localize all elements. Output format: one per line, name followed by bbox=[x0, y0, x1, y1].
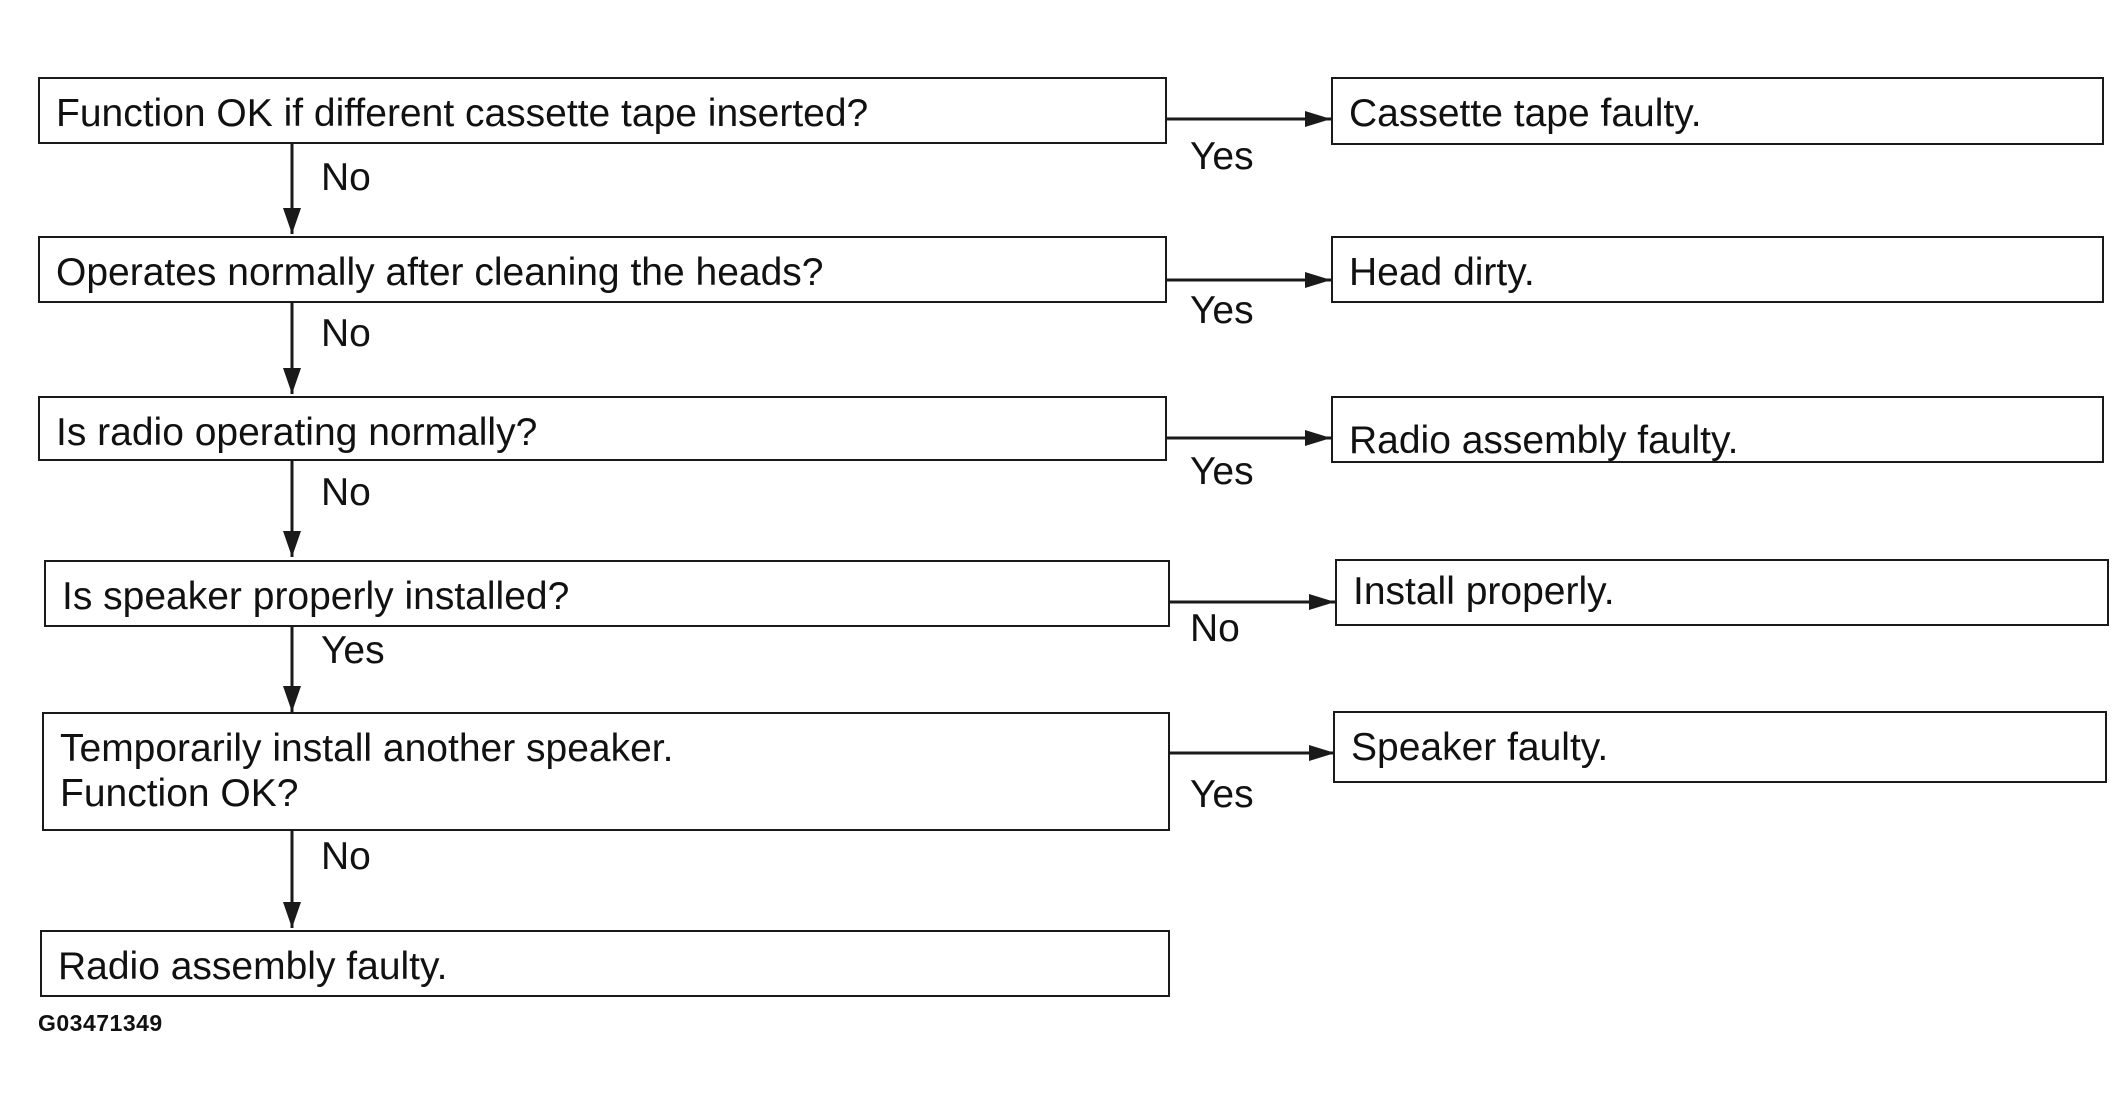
arrowhead-right-4 bbox=[1309, 594, 1335, 610]
result-text-1: Cassette tape faulty. bbox=[1349, 92, 1702, 135]
arrowhead-right-2 bbox=[1305, 272, 1331, 288]
question-box-4: Is speaker properly installed? bbox=[44, 560, 1170, 627]
branch-label-right-3: Yes bbox=[1190, 450, 1254, 493]
question-text-2: Operates normally after cleaning the hea… bbox=[56, 251, 824, 294]
question-text-5-line2: Function OK? bbox=[60, 772, 299, 815]
result-box-2: Head dirty. bbox=[1331, 236, 2104, 303]
result-box-3: Radio assembly faulty. bbox=[1331, 396, 2104, 463]
question-text-4: Is speaker properly installed? bbox=[62, 575, 570, 618]
branch-label-down-3: No bbox=[321, 471, 371, 514]
figure-code: G03471349 bbox=[38, 1010, 163, 1036]
arrowhead-down-1 bbox=[283, 208, 301, 234]
result-text-5: Speaker faulty. bbox=[1351, 726, 1609, 769]
question-text-1: Function OK if different cassette tape i… bbox=[56, 92, 869, 135]
branch-label-down-2: No bbox=[321, 312, 371, 355]
final-result-box: Radio assembly faulty. bbox=[40, 930, 1170, 997]
question-box-1: Function OK if different cassette tape i… bbox=[38, 77, 1167, 144]
branch-label-down-5: No bbox=[321, 835, 371, 878]
question-box-3: Is radio operating normally? bbox=[38, 396, 1167, 461]
branch-label-right-2: Yes bbox=[1190, 289, 1254, 332]
question-box-2: Operates normally after cleaning the hea… bbox=[38, 236, 1167, 303]
result-text-2: Head dirty. bbox=[1349, 251, 1535, 294]
result-box-4: Install properly. bbox=[1335, 559, 2109, 626]
question-text-5-line1: Temporarily install another speaker. bbox=[60, 727, 674, 770]
branch-label-right-1: Yes bbox=[1190, 135, 1254, 178]
arrowhead-right-3 bbox=[1305, 430, 1331, 446]
branch-label-right-5: Yes bbox=[1190, 773, 1254, 816]
branch-label-down-1: No bbox=[321, 156, 371, 199]
result-text-4: Install properly. bbox=[1353, 570, 1615, 613]
question-text-3: Is radio operating normally? bbox=[56, 411, 538, 454]
arrowhead-right-5 bbox=[1309, 745, 1335, 761]
branch-label-right-4: No bbox=[1190, 607, 1240, 650]
question-box-5: Temporarily install another speaker. Fun… bbox=[42, 712, 1170, 831]
arrowhead-down-2 bbox=[283, 368, 301, 394]
final-result-text: Radio assembly faulty. bbox=[58, 945, 448, 988]
result-text-3: Radio assembly faulty. bbox=[1349, 419, 1739, 462]
arrowhead-right-1 bbox=[1305, 111, 1331, 127]
arrowhead-down-5 bbox=[283, 902, 301, 928]
result-box-5: Speaker faulty. bbox=[1333, 711, 2107, 783]
arrowhead-down-4 bbox=[283, 686, 301, 712]
branch-label-down-4: Yes bbox=[321, 629, 385, 672]
result-box-1: Cassette tape faulty. bbox=[1331, 77, 2104, 145]
arrowhead-down-3 bbox=[283, 531, 301, 557]
